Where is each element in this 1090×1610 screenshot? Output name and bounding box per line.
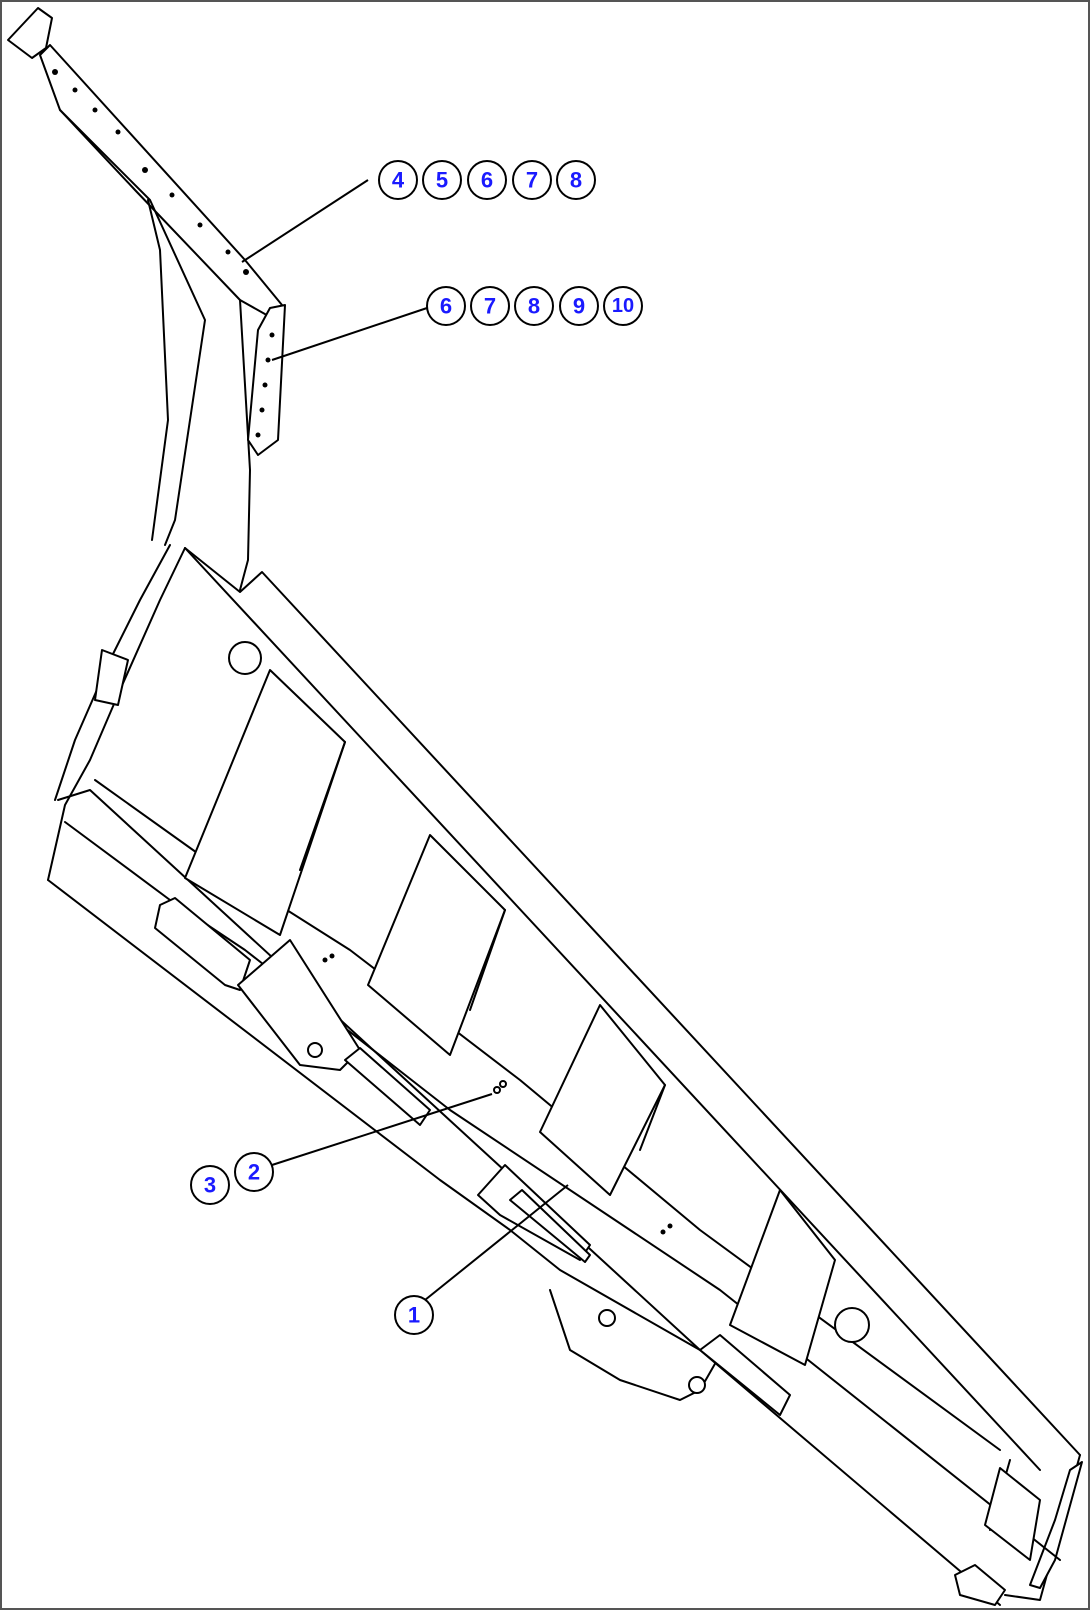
svg-text:6: 6 [481,168,493,193]
leader-left [271,1093,493,1166]
blade-bolt-marks [322,953,673,1235]
callout-group-top: 4 5 6 7 8 [378,160,596,200]
panel-2 [367,834,506,1056]
callout-bubble: 2 [234,1152,274,1192]
bracket-left [154,897,251,991]
svg-text:2: 2 [248,1160,260,1185]
svg-text:3: 3 [204,1173,216,1198]
panel-divider-2 [469,909,506,1011]
leader-top [241,179,369,263]
bracket-strip-1 [344,1047,431,1126]
leader-lines [241,179,569,1301]
callout-bubble: 7 [512,160,552,200]
svg-text:6: 6 [440,294,452,319]
blade-end-strip [1029,1461,1083,1589]
arm-bolt-holes [52,69,275,438]
blade-end-foot [954,1564,1006,1606]
callout-group-bottom: 1 [394,1295,434,1335]
panel-3 [539,1004,666,1196]
callout-bubble: 1 [394,1295,434,1335]
arm-gusset-outline [59,109,206,546]
arm-side-plate [239,299,251,591]
bracket-slot [509,1189,591,1263]
panel-4 [729,1189,836,1366]
lower-bracket-hole [688,1376,706,1394]
callout-bubble: 4 [378,160,418,200]
callout-group-upper: 6 7 8 9 10 [426,286,643,326]
svg-text:7: 7 [526,168,538,193]
svg-text:8: 8 [528,294,540,319]
callout-bubble: 5 [422,160,462,200]
blade-bottom-edge [47,879,1001,1606]
callout-bubble: 3 [190,1165,230,1205]
panel-1 [184,669,346,936]
svg-text:7: 7 [484,294,496,319]
arm-end-cap [7,7,53,59]
callout-bubble: 8 [556,160,596,200]
blade-mid-edge [57,789,701,1351]
panel-5 [984,1467,1041,1561]
blade-left-edge [47,547,186,881]
callout-bubble: 10 [603,286,643,326]
callout-bubble: 9 [559,286,599,326]
left-hinge-tab [94,649,129,706]
bracket-hole-1 [307,1042,323,1058]
callout-bubble: 8 [514,286,554,326]
blade-hole-upper [228,641,262,675]
callout-bubble: 6 [467,160,507,200]
blade-body [47,544,1083,1606]
svg-text:4: 4 [392,168,405,193]
blade-inner-top-edge [184,547,1041,1471]
callout-bubble: 7 [470,286,510,326]
panel-divider-3 [639,1084,666,1151]
mounting-plate [247,304,286,456]
svg-text:5: 5 [436,168,448,193]
callout-group-left: 3 2 [190,1152,274,1205]
leader-upper [271,306,431,361]
leader-bottom [424,1184,569,1301]
lower-mount-hole [598,1309,616,1327]
callout-bubble: 6 [426,286,466,326]
blade-hole-lower [834,1307,870,1343]
svg-text:1: 1 [408,1303,420,1328]
svg-text:9: 9 [573,294,585,319]
upper-arm [7,7,286,591]
arm-gusset-inner [147,199,169,541]
svg-text:8: 8 [570,168,582,193]
svg-text:10: 10 [612,295,634,317]
lower-bracket-strip [699,1334,791,1416]
panel-divider-1 [299,741,346,871]
blade-top-edge [184,547,1081,1456]
